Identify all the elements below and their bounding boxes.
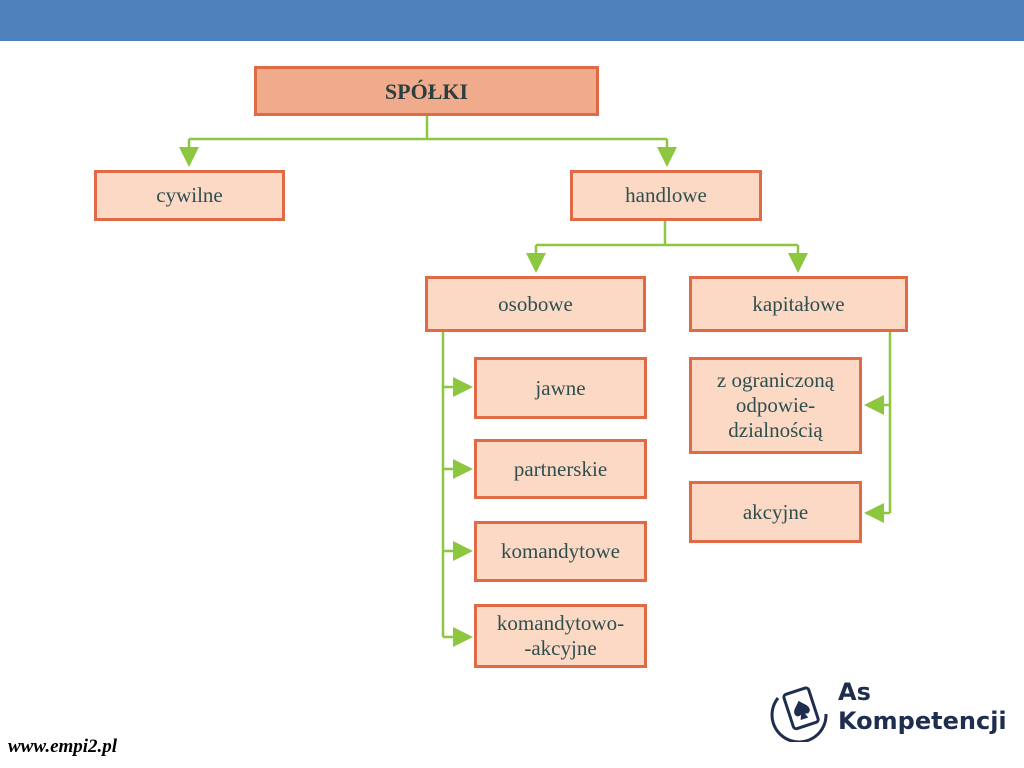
logo-text: As Kompetencji: [838, 678, 1007, 736]
node-personal-label: osobowe: [498, 291, 573, 316]
node-limited-liability: z ograniczoną odpowie- dzialnością: [689, 357, 862, 454]
footer-url: www.empi2.pl: [8, 736, 118, 757]
node-open-partnership-label: jawne: [535, 375, 586, 400]
node-limited-joint-stock-partnership: komandytowo- -akcyjne: [474, 604, 647, 668]
node-limited-partnership-label: komandytowe: [501, 539, 620, 563]
node-commercial-label: handlowe: [625, 183, 707, 207]
node-limited-liability-label: z ograniczoną odpowie- dzialnością: [716, 368, 835, 442]
logo-line-2: Kompetencji: [838, 707, 1007, 735]
node-open-partnership: jawne: [474, 357, 647, 419]
node-root-label: SPÓŁKI: [384, 78, 469, 104]
node-commercial: handlowe: [570, 170, 762, 221]
node-root: SPÓŁKI: [254, 66, 599, 116]
node-joint-stock: akcyjne: [689, 481, 862, 543]
node-limited-joint-stock-partnership-label: komandytowo- -akcyjne: [496, 611, 625, 660]
spade-card-icon: [770, 686, 828, 742]
logo: As Kompetencji: [768, 676, 1007, 746]
node-joint-stock-label: akcyjne: [742, 499, 809, 524]
top-bar: [0, 0, 1024, 41]
node-capital-label: kapitałowe: [752, 291, 845, 316]
node-civil: cywilne: [94, 170, 285, 221]
node-professional-partnership-label: partnerskie: [513, 456, 608, 481]
logo-line-1: As: [838, 678, 871, 706]
node-civil-label: cywilne: [156, 183, 223, 207]
node-capital: kapitałowe: [689, 276, 908, 332]
node-personal: osobowe: [425, 276, 646, 332]
node-limited-partnership: komandytowe: [474, 521, 647, 582]
node-professional-partnership: partnerskie: [474, 439, 647, 499]
